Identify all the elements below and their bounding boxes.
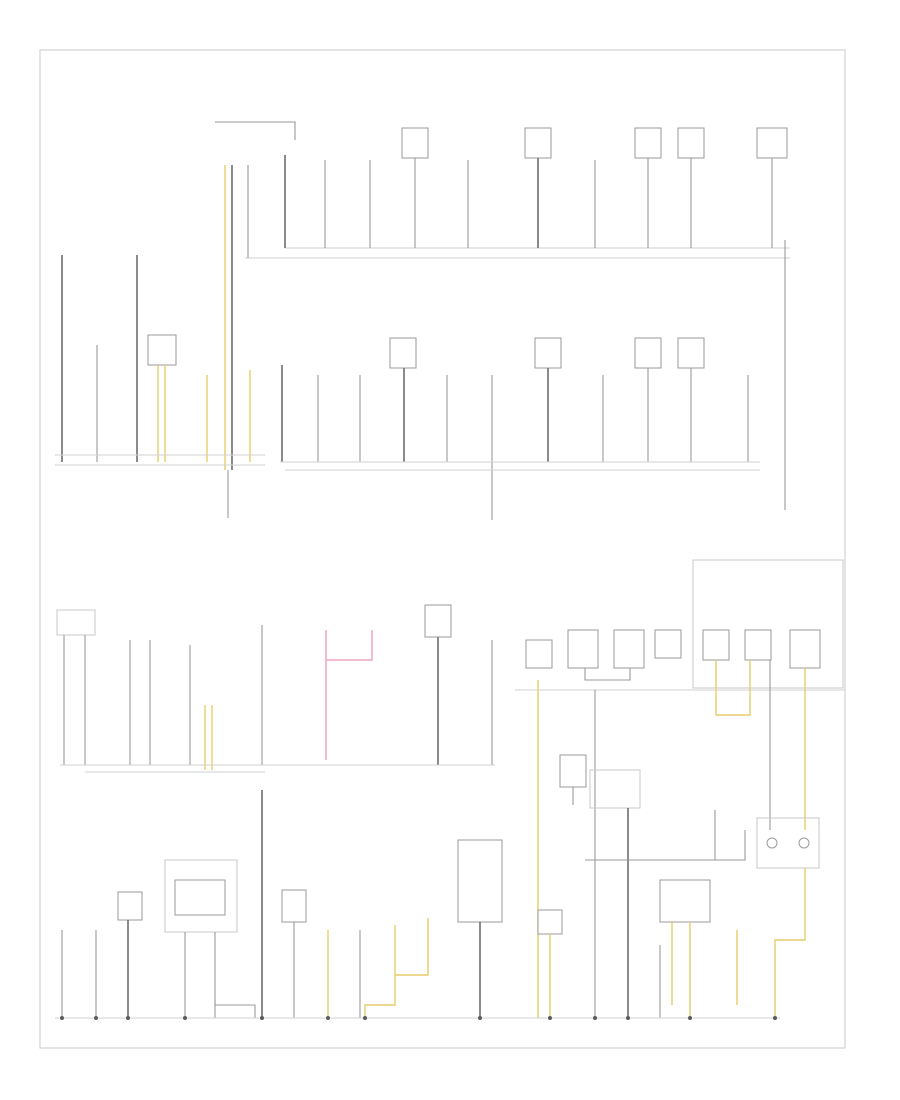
lower-left-section [61, 839, 563, 1018]
component-box [789, 629, 821, 669]
splice-dot [626, 1016, 630, 1020]
splice-dot [363, 1016, 367, 1020]
wire-pink [326, 630, 373, 661]
splice-dot [478, 1016, 482, 1020]
component-box [659, 879, 711, 923]
component-box [702, 629, 730, 661]
splice-dot [688, 1016, 692, 1020]
bottom-ground-bus [55, 1016, 780, 1020]
splice-dot [126, 1016, 130, 1020]
wire [584, 668, 631, 681]
splice-dot [260, 1016, 264, 1020]
splice-dot [60, 1016, 64, 1020]
top-section [55, 121, 790, 520]
lamp-icon [798, 837, 810, 849]
lower-left-wires [61, 918, 551, 1018]
component-box [677, 337, 705, 369]
component-box [677, 127, 705, 159]
top-row-wires [215, 121, 786, 510]
middle-right-section [515, 559, 845, 1018]
wire-yellow [774, 868, 806, 1018]
splice-dot [183, 1016, 187, 1020]
splice-dot [326, 1016, 330, 1020]
component-box [654, 629, 682, 659]
top-row-components [401, 127, 788, 159]
component-frame [589, 769, 641, 809]
component-box [147, 334, 177, 366]
upper-left-wires [61, 255, 251, 462]
component-box [174, 879, 226, 916]
component-box [389, 337, 417, 369]
middle-row-wires [281, 365, 749, 520]
component-box [281, 889, 307, 923]
splice-dot [548, 1016, 552, 1020]
wire-yellow [364, 925, 396, 1018]
lamp-icon [766, 837, 778, 849]
component-box [524, 127, 552, 159]
splice-dot [94, 1016, 98, 1020]
splice-dot [773, 1016, 777, 1020]
component-box [756, 127, 788, 159]
component-box [744, 629, 772, 661]
component-box [559, 754, 587, 788]
diagram-frame [39, 49, 846, 1049]
wire-yellow [395, 918, 429, 976]
component-frame [756, 817, 820, 869]
module-frame [164, 859, 238, 933]
middle-row-components [389, 337, 705, 369]
component-box [634, 337, 662, 369]
wire [214, 1000, 256, 1018]
component-box [401, 127, 429, 159]
wire-yellow [715, 660, 751, 716]
component-box [613, 629, 645, 669]
splice-dot [593, 1016, 597, 1020]
component-box [424, 604, 452, 638]
component-box [457, 839, 503, 923]
wire [585, 830, 746, 861]
wire [215, 121, 296, 140]
component-box [525, 639, 553, 669]
middle-left-wires [63, 604, 493, 770]
component-box [567, 629, 599, 669]
component-box [537, 909, 563, 935]
component-frame [56, 609, 96, 636]
component-box [534, 337, 562, 369]
module-frame [692, 559, 844, 689]
middle-left-section [56, 604, 495, 1018]
lower-right-section [559, 754, 820, 1018]
component-box [117, 891, 143, 921]
component-box [634, 127, 662, 159]
